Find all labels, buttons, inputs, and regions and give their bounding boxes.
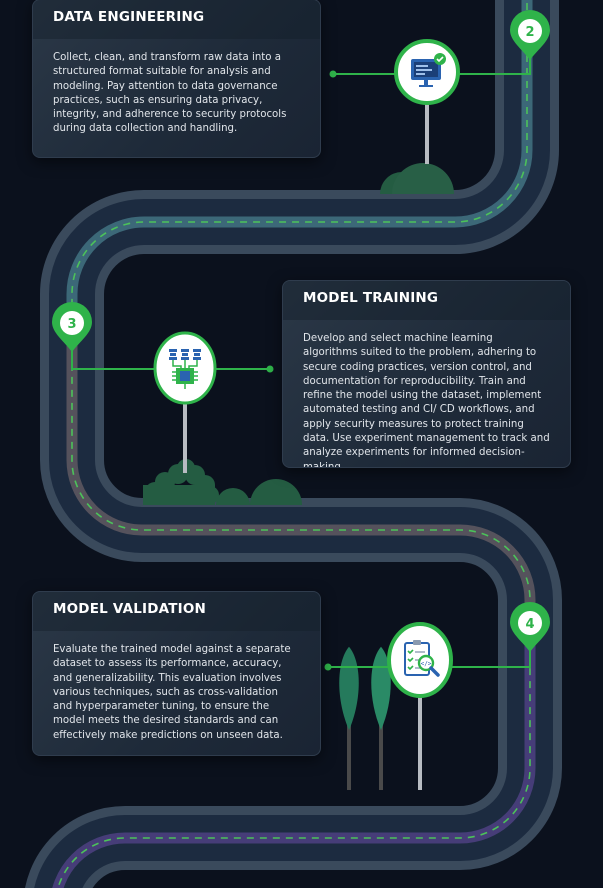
step-description: Evaluate the trained model against a sep… <box>53 644 291 741</box>
step-card-model-validation: MODEL VALIDATION Evaluate the trained mo… <box>32 591 321 756</box>
sign-pole-1 <box>425 100 429 164</box>
sign-pole-3 <box>418 690 422 790</box>
connector-dot <box>329 70 337 78</box>
connector-dot <box>324 663 332 671</box>
step-title: MODEL TRAINING <box>303 290 439 306</box>
sign-pole-2 <box>183 395 187 473</box>
step-number: 2 <box>525 25 534 40</box>
step-number: 4 <box>525 617 534 632</box>
bush-group-2 <box>143 459 302 505</box>
clipboard-magnifier-icon: </> <box>387 622 453 698</box>
winding-road <box>25 0 562 888</box>
lane-dashes <box>57 0 531 888</box>
monitor-check-icon <box>394 39 460 105</box>
step-description: Collect, clean, and transform raw data i… <box>53 52 287 135</box>
step-pin-4: 4 <box>510 602 550 652</box>
step-title: DATA ENGINEERING <box>53 9 205 25</box>
step-card-data-engineering: DATA ENGINEERING Collect, clean, and tra… <box>32 0 321 158</box>
step-card-model-training: MODEL TRAINING Develop and select machin… <box>282 280 571 468</box>
step-title: MODEL VALIDATION <box>53 601 207 617</box>
step-pin-3: 3 <box>52 302 92 352</box>
svg-text:</>: </> <box>421 661 432 668</box>
bush-group-1 <box>380 163 454 194</box>
step-description: Develop and select machine learning algo… <box>303 333 550 468</box>
trees <box>339 646 391 790</box>
neural-chip-icon <box>153 331 217 405</box>
step-pin-2: 2 <box>510 10 550 60</box>
connector-dot <box>266 365 274 373</box>
step-number: 3 <box>67 317 76 332</box>
